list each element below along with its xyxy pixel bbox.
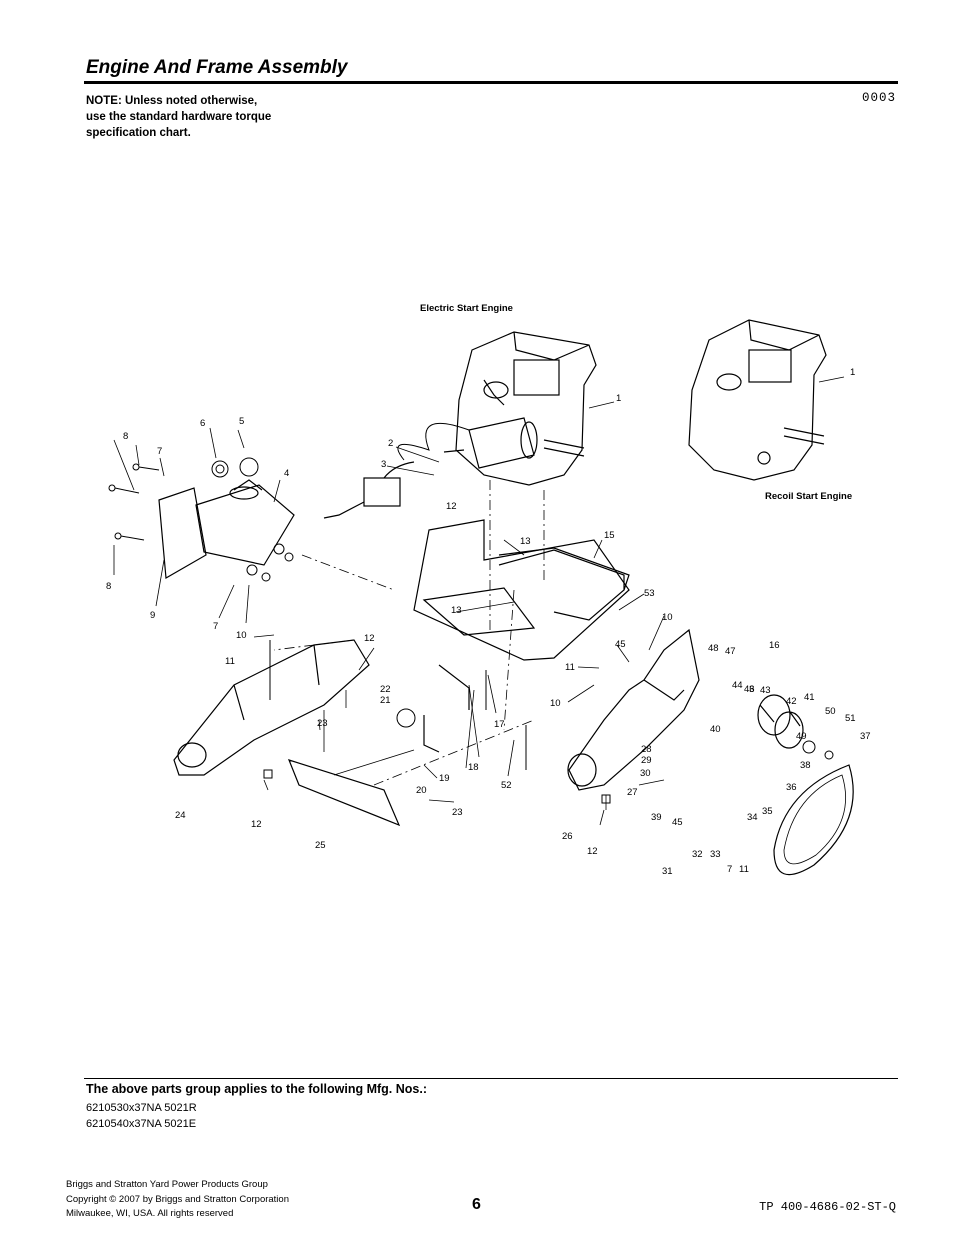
note-line: specification chart. — [86, 127, 191, 139]
callout: 2 — [388, 438, 393, 449]
callout: 35 — [762, 806, 773, 817]
callout: 10 — [550, 698, 561, 709]
page-number: 6 — [472, 1196, 481, 1213]
torque-note: NOTE: Unless noted otherwise, use the st… — [86, 93, 316, 141]
pulley-drawing — [757, 694, 804, 749]
mfg-number: 6210530x37NA 5021R — [86, 1102, 197, 1114]
shroud-drawing — [287, 759, 401, 827]
callout: 36 — [786, 782, 797, 793]
callout: 13 — [520, 536, 531, 547]
callout: 3 — [381, 459, 386, 470]
callout: 12 — [364, 633, 375, 644]
note-line: NOTE: Unless noted otherwise, — [86, 95, 258, 107]
callout: 11 — [739, 864, 749, 875]
callout: 27 — [627, 787, 638, 798]
callout: 25 — [315, 840, 326, 851]
callout: 23 — [452, 807, 463, 818]
callout: 37 — [860, 731, 871, 742]
callout: 22 — [380, 684, 391, 695]
callout: 15 — [604, 530, 615, 541]
callout: 40 — [710, 724, 721, 735]
callout: 12 — [587, 846, 598, 857]
company-info: Briggs and Stratton Yard Power Products … — [66, 1178, 289, 1222]
drive-plate-drawing — [567, 628, 700, 791]
company-line: Briggs and Stratton Yard Power Products … — [66, 1179, 268, 1190]
callout: 23 — [317, 718, 328, 729]
callout: 1 — [850, 367, 855, 378]
ref-code: 0003 — [861, 91, 896, 105]
callout: 38 — [800, 760, 811, 771]
applies-heading: The above parts group applies to the fol… — [86, 1082, 427, 1096]
callout: 7 — [727, 864, 732, 875]
recoil-start-caption: Recoil Start Engine — [765, 491, 852, 502]
callout: 5 — [239, 416, 244, 427]
electric-start-engine-drawing — [397, 331, 597, 486]
note-line: use the standard hardware torque — [86, 111, 272, 123]
callout: 11 — [225, 656, 235, 667]
callout: 12 — [446, 501, 457, 512]
linkage-rod-drawing — [423, 664, 470, 753]
handle-loop-drawing — [498, 549, 625, 621]
callout: 26 — [562, 831, 573, 842]
dash-cover-drawing — [158, 479, 295, 579]
recoil-start-engine-drawing — [688, 319, 827, 481]
header-rule — [84, 81, 898, 84]
callout: 21 — [380, 695, 391, 706]
exploded-parts-diagram: Electric Start Engine Recoil Start Engin… — [106, 303, 871, 877]
callout: 31 — [662, 866, 673, 877]
callout: 12 — [251, 819, 262, 830]
callout: 10 — [662, 612, 673, 623]
left-bracket-drawing — [173, 639, 370, 776]
document-code: TP 400-4686-02-ST-Q — [759, 1200, 896, 1214]
callout: 34 — [747, 812, 758, 823]
callout: 43 — [760, 685, 771, 696]
callout: 52 — [501, 780, 512, 791]
callout: 13 — [451, 605, 462, 616]
callout: 29 — [641, 755, 652, 766]
callout: 30 — [640, 768, 651, 779]
callout: 28 — [641, 744, 652, 755]
callout: 1 — [616, 393, 621, 404]
callout: 39 — [651, 812, 662, 823]
page-title: Engine And Frame Assembly — [86, 57, 348, 78]
electric-cord-drawing — [323, 461, 415, 519]
callout: 24 — [175, 810, 186, 821]
callout: 49 — [796, 731, 807, 742]
callout: 9 — [150, 610, 155, 621]
callout: 8 — [123, 431, 128, 442]
callout: 7 — [213, 621, 218, 632]
callout: 11 — [565, 662, 575, 673]
callout: 53 — [644, 588, 655, 599]
address-line: Milwaukee, WI, USA. All rights reserved — [66, 1208, 234, 1219]
callout: 48 — [708, 643, 719, 654]
callout: 17 — [494, 719, 505, 730]
callout: 50 — [825, 706, 836, 717]
callout: 4 — [284, 468, 289, 479]
callout: 44 — [732, 680, 743, 691]
callout: 7 — [157, 446, 162, 457]
callout: 18 — [468, 762, 479, 773]
callout: 8 — [106, 581, 111, 592]
mfg-number: 6210540x37NA 5021E — [86, 1118, 197, 1130]
callout: 46 — [744, 684, 755, 695]
callout: 20 — [416, 785, 427, 796]
copyright-line: Copyright © 2007 by Briggs and Stratton … — [66, 1193, 289, 1205]
callout: 16 — [769, 640, 780, 651]
callout: 45 — [672, 817, 683, 828]
callout: 42 — [786, 696, 797, 707]
callout: 33 — [710, 849, 721, 860]
callout: 47 — [725, 646, 736, 657]
electric-start-caption: Electric Start Engine — [420, 303, 513, 314]
frame-plate-drawing — [413, 519, 630, 661]
applies-rule — [84, 1078, 898, 1079]
callout: 19 — [439, 773, 450, 784]
belt-drawing — [773, 764, 854, 876]
callout: 45 — [615, 639, 626, 650]
callout: 51 — [845, 713, 856, 724]
callout: 6 — [200, 418, 205, 429]
callout: 3 — [749, 684, 754, 695]
callout: 32 — [692, 849, 703, 860]
callout: 41 — [804, 692, 815, 703]
callout: 10 — [236, 630, 247, 641]
